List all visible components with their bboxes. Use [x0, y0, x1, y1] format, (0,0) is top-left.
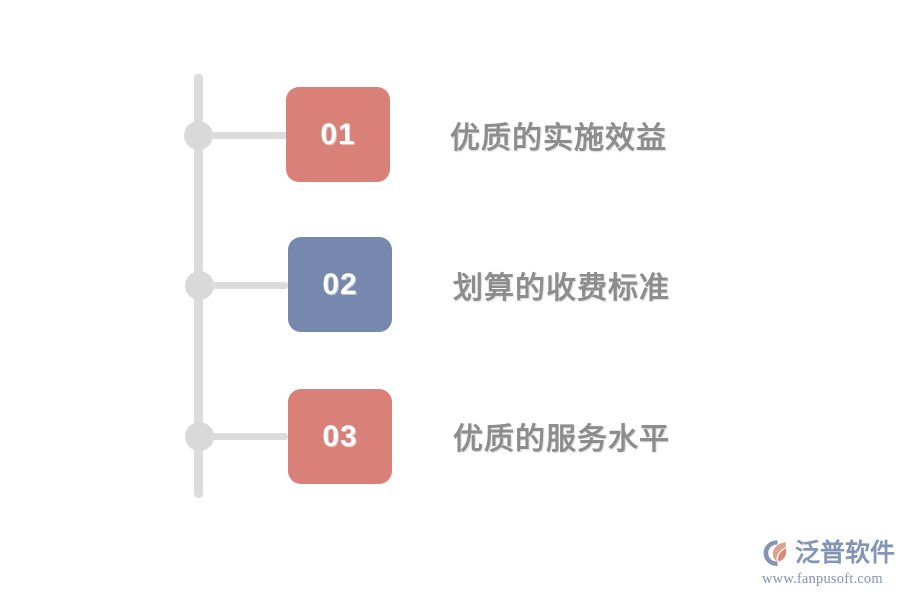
- fanpu-logo-icon: [762, 539, 792, 567]
- timeline-connector-line: [211, 282, 288, 289]
- timeline-node-dot-icon: [185, 271, 214, 300]
- timeline-connector-line: [211, 433, 288, 440]
- timeline-item-01[interactable]: 01 优质的实施效益: [0, 87, 900, 183]
- number-label: 02: [322, 267, 358, 301]
- watermark-url: www.fanpusoft.com: [762, 571, 883, 587]
- number-card-02[interactable]: 02: [288, 237, 392, 332]
- number-label: 01: [320, 117, 356, 151]
- number-label: 03: [322, 419, 358, 453]
- timeline-connector-line: [210, 132, 288, 139]
- number-card-03[interactable]: 03: [288, 389, 392, 484]
- timeline-item-03[interactable]: 03 优质的服务水平: [0, 389, 900, 485]
- item-caption: 优质的实施效益: [450, 122, 667, 155]
- item-caption: 优质的服务水平: [453, 423, 670, 456]
- watermark: 泛普软件 www.fanpusoft.com: [762, 536, 896, 592]
- watermark-brand-row: 泛普软件: [762, 536, 896, 570]
- timeline-node-dot-icon: [184, 121, 213, 150]
- timeline-item-02[interactable]: 02 划算的收费标准: [0, 237, 900, 333]
- timeline-node-dot-icon: [185, 422, 214, 451]
- item-caption: 划算的收费标准: [453, 272, 670, 305]
- watermark-brand-text: 泛普软件: [795, 538, 896, 567]
- number-card-01[interactable]: 01: [286, 87, 390, 182]
